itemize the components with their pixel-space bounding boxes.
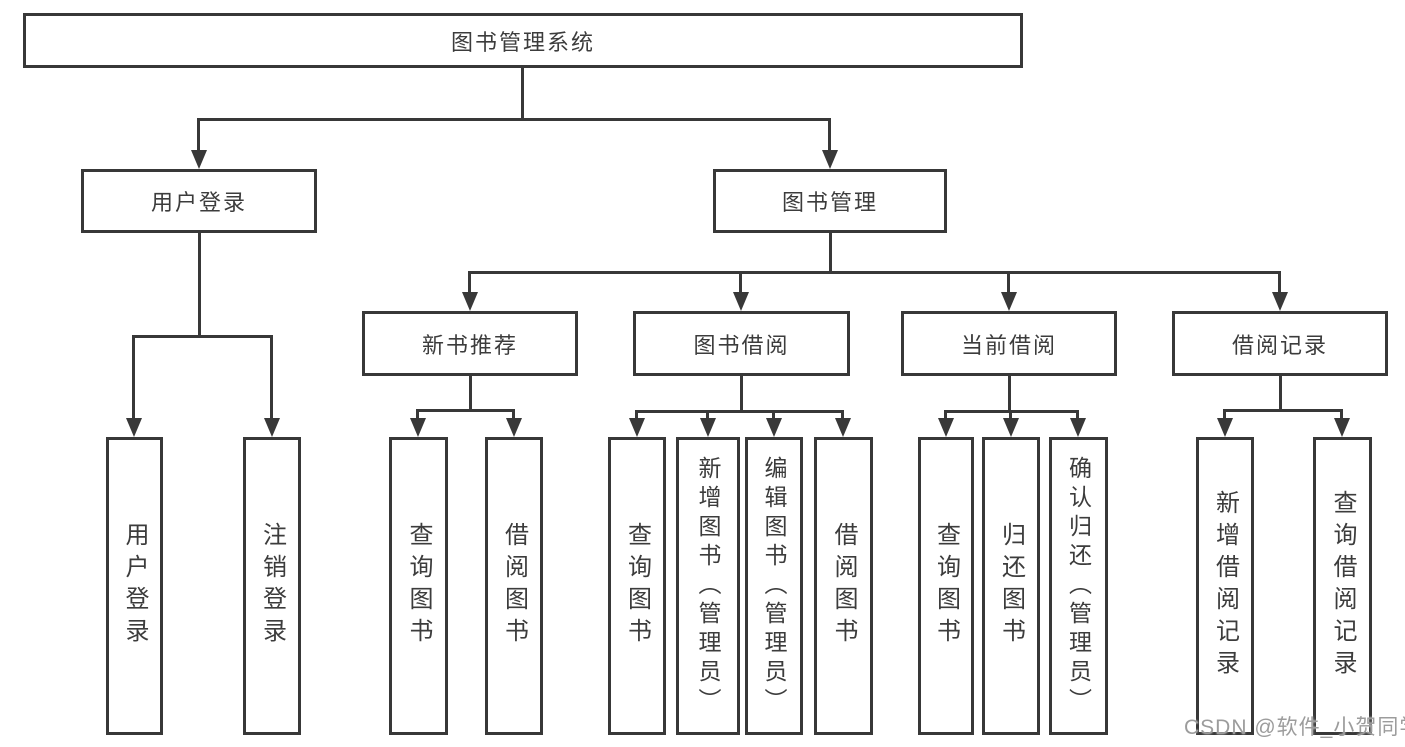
node-leaf-logout-label: 注销登录 bbox=[258, 522, 286, 650]
node-br-query-record-label: 查询借阅记录 bbox=[1329, 490, 1356, 682]
arrow-to-borrow-record bbox=[1272, 271, 1288, 311]
node-nr-query-books: 查询图书 bbox=[389, 437, 448, 735]
arrow-to-leaf-user-login bbox=[126, 335, 142, 437]
connector-root-split bbox=[199, 118, 831, 121]
node-cb-query-books-label: 查询图书 bbox=[932, 522, 960, 650]
node-cb-confirm: 确认归还（管理员） bbox=[1049, 437, 1108, 735]
node-nr-query-books-label: 查询图书 bbox=[405, 522, 432, 650]
node-bb-edit-books: 编辑图书（管理员） bbox=[745, 437, 803, 735]
node-bb-borrow-books-label: 借阅图书 bbox=[830, 522, 857, 650]
connector-book-mgmt-stem bbox=[829, 233, 832, 271]
node-bb-add-books-label: 新增图书（管理员） bbox=[695, 455, 721, 717]
node-bb-add-books: 新增图书（管理员） bbox=[676, 437, 740, 735]
node-cb-confirm-label: 确认归还（管理员） bbox=[1065, 455, 1092, 717]
node-cb-return-books: 归还图书 bbox=[982, 437, 1040, 735]
node-book-mgmt-label: 图书管理 bbox=[781, 190, 878, 215]
node-br-query-record: 查询借阅记录 bbox=[1313, 437, 1372, 735]
arrow-to-book-mgmt bbox=[822, 118, 838, 169]
arrow-to-new-book-rec bbox=[462, 271, 478, 311]
arrow-to-bb-query-books bbox=[629, 410, 645, 437]
node-user-login: 用户登录 bbox=[81, 169, 317, 233]
arrow-to-nr-query-books bbox=[410, 409, 426, 437]
connector-current-borrow-split bbox=[946, 410, 1079, 413]
arrow-to-bb-borrow-books bbox=[835, 410, 851, 437]
connector-new-book-rec-split bbox=[418, 409, 515, 412]
node-book-borrow-label: 图书借阅 bbox=[693, 332, 790, 358]
node-new-book-rec: 新书推荐 bbox=[362, 311, 578, 376]
node-leaf-user-login: 用户登录 bbox=[106, 437, 163, 735]
connector-borrow-record-stem bbox=[1279, 376, 1282, 409]
node-borrow-record-label: 借阅记录 bbox=[1231, 332, 1328, 358]
node-leaf-user-login-label: 用户登录 bbox=[121, 522, 148, 650]
node-current-borrow-label: 当前借阅 bbox=[960, 332, 1057, 358]
node-bb-borrow-books: 借阅图书 bbox=[814, 437, 873, 735]
arrow-to-cb-confirm bbox=[1070, 410, 1086, 437]
node-book-mgmt: 图书管理 bbox=[713, 169, 947, 233]
node-bb-query-books-label: 查询图书 bbox=[623, 522, 651, 650]
arrow-to-cb-return-books bbox=[1003, 410, 1019, 437]
node-br-add-record: 新增借阅记录 bbox=[1196, 437, 1254, 735]
arrow-to-book-borrow bbox=[733, 271, 749, 311]
connector-root-stem bbox=[521, 68, 524, 118]
arrow-to-leaf-logout bbox=[264, 335, 280, 437]
connector-book-borrow-split bbox=[637, 410, 844, 413]
arrow-to-current-borrow bbox=[1001, 271, 1017, 311]
node-borrow-record: 借阅记录 bbox=[1172, 311, 1388, 376]
node-bb-query-books: 查询图书 bbox=[608, 437, 666, 735]
node-current-borrow: 当前借阅 bbox=[901, 311, 1117, 376]
arrow-to-user-login bbox=[191, 118, 207, 169]
connector-current-borrow-stem bbox=[1008, 376, 1011, 410]
node-cb-query-books: 查询图书 bbox=[918, 437, 974, 735]
node-new-book-rec-label: 新书推荐 bbox=[421, 332, 518, 358]
connector-user-login-split bbox=[134, 335, 273, 338]
node-book-borrow: 图书借阅 bbox=[633, 311, 850, 376]
arrow-to-br-add-record bbox=[1217, 409, 1233, 437]
connector-book-borrow-stem bbox=[740, 376, 743, 410]
connector-user-login-stem bbox=[198, 233, 201, 335]
arrow-to-nr-borrow-books bbox=[506, 409, 522, 437]
watermark: CSDN @软件_小贺同学 bbox=[1184, 716, 1405, 739]
node-root: 图书管理系统 bbox=[23, 13, 1023, 68]
arrow-to-bb-add-books bbox=[700, 410, 716, 437]
node-br-add-record-label: 新增借阅记录 bbox=[1211, 490, 1239, 682]
node-user-login-label: 用户登录 bbox=[150, 190, 247, 215]
node-nr-borrow-books: 借阅图书 bbox=[485, 437, 543, 735]
connector-book-mgmt-split bbox=[470, 271, 1281, 274]
node-bb-edit-books-label: 编辑图书（管理员） bbox=[761, 455, 787, 717]
node-nr-borrow-books-label: 借阅图书 bbox=[500, 522, 528, 650]
node-leaf-logout: 注销登录 bbox=[243, 437, 301, 735]
arrow-to-br-query-record bbox=[1334, 409, 1350, 437]
node-root-label: 图书管理系统 bbox=[450, 29, 595, 55]
node-cb-return-books-label: 归还图书 bbox=[997, 522, 1025, 650]
connector-borrow-record-split bbox=[1225, 409, 1343, 412]
arrow-to-cb-query-books bbox=[938, 410, 954, 437]
arrow-to-bb-edit-books bbox=[766, 410, 782, 437]
connector-new-book-rec-stem bbox=[469, 376, 472, 409]
